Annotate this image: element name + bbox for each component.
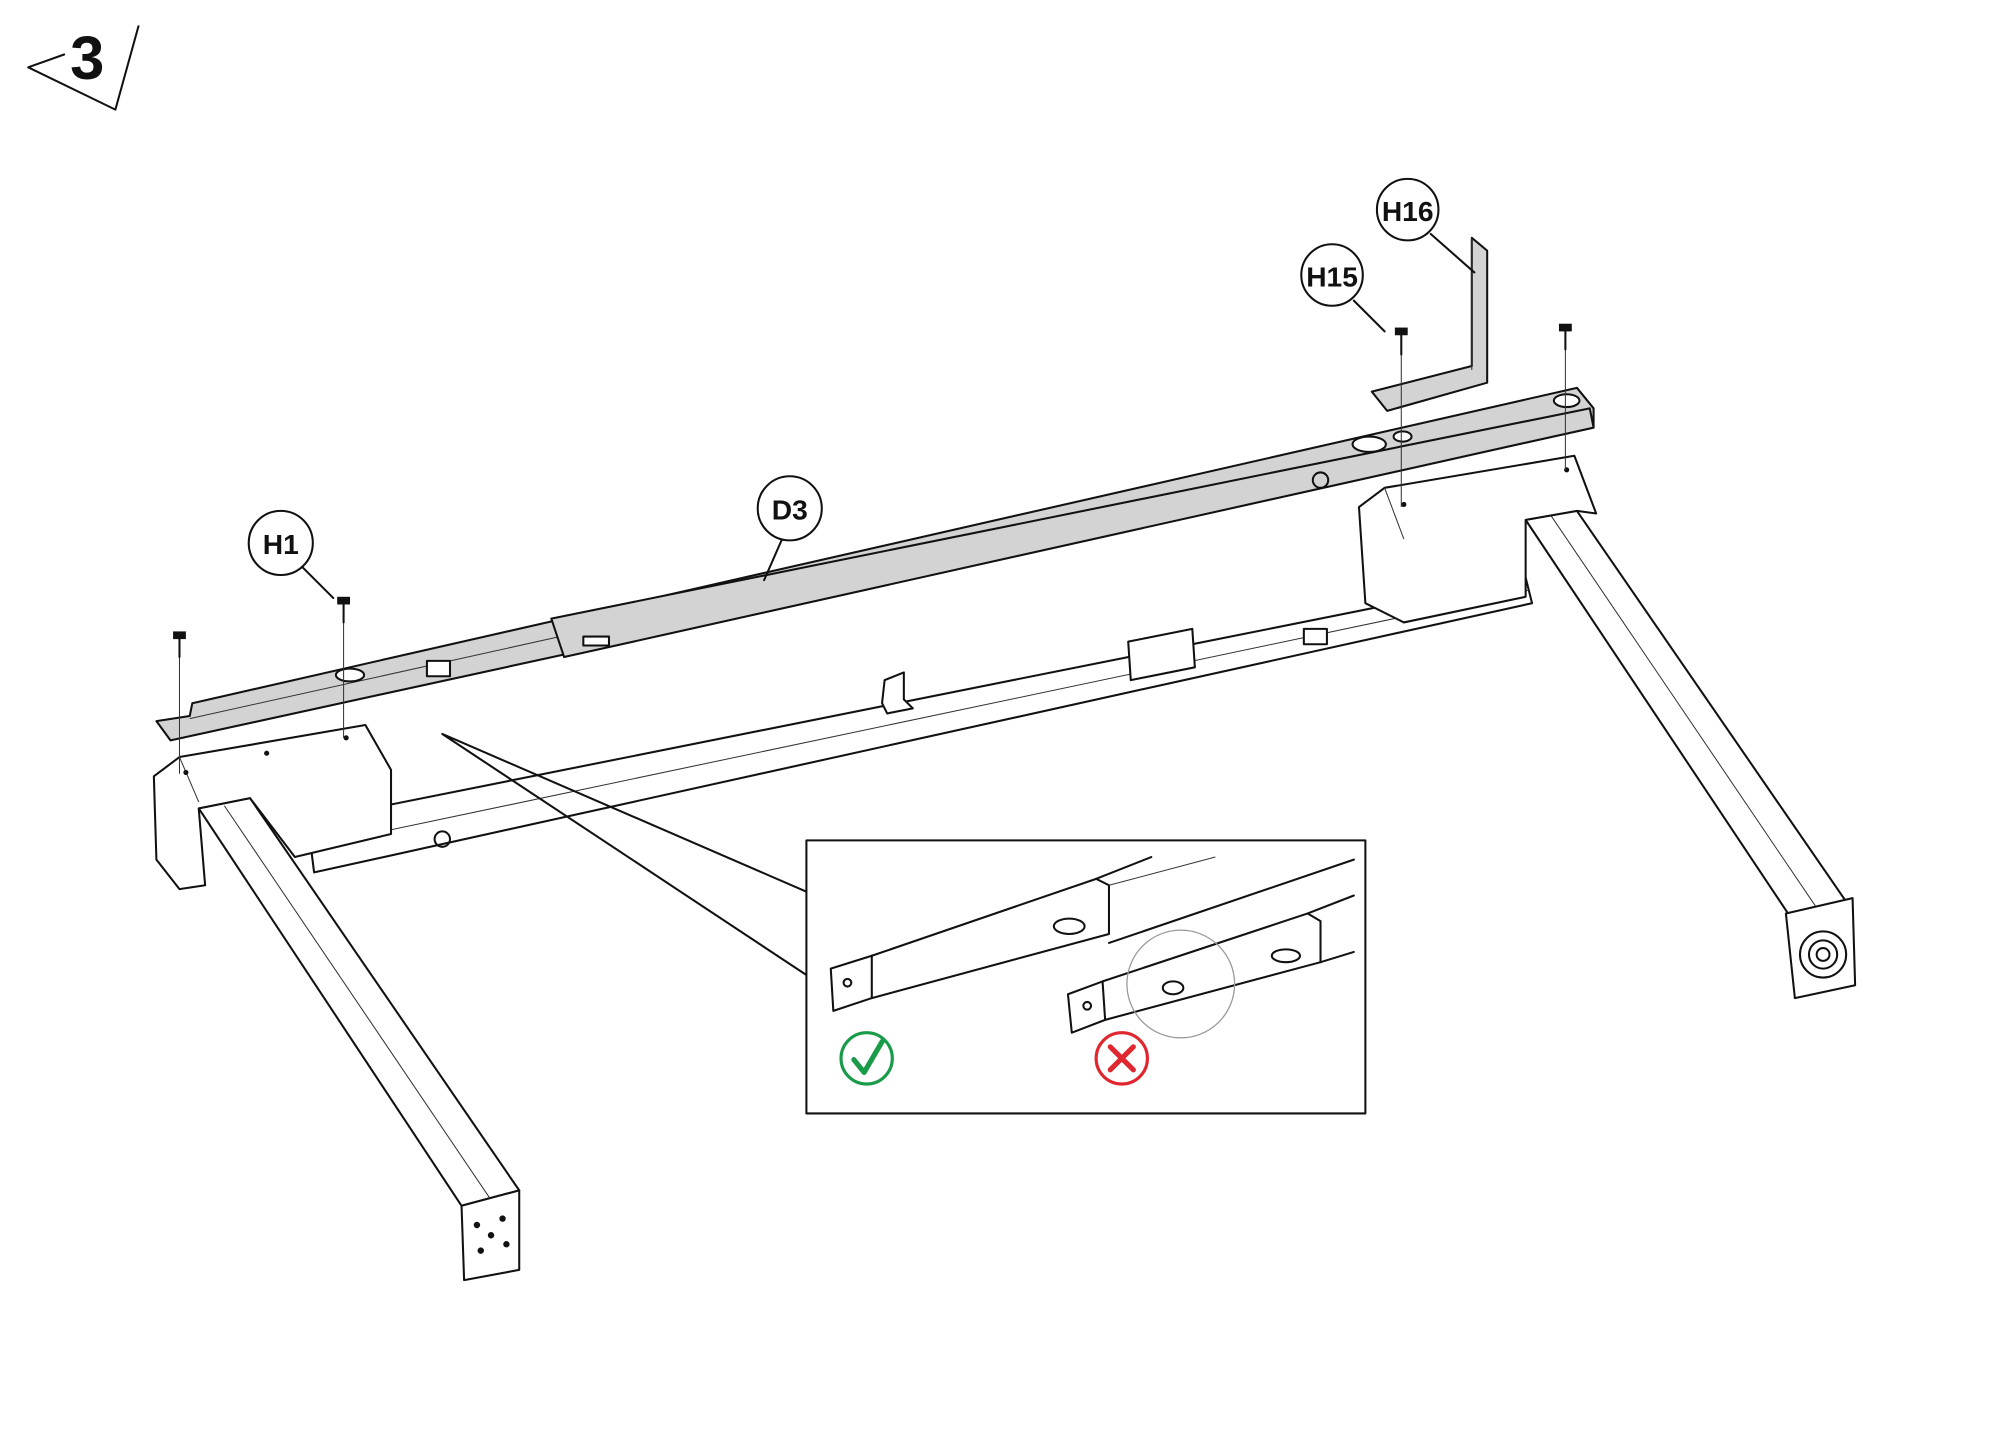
frame-beam [306,576,1534,874]
diagram-stroke [851,1039,885,1075]
diagram-stroke [337,596,350,605]
detail-inset [805,839,1367,1115]
step-indicator: 3 [27,24,140,111]
diagram-stroke [477,1247,484,1254]
diagram-stroke [1375,177,1440,242]
step-number: 3 [70,24,104,93]
diagram-stroke [1357,454,1598,624]
diagram-stroke [839,1031,894,1086]
label-d3: D3 [756,475,823,582]
x-circle-icon [1094,1031,1150,1086]
diagram-stroke [310,589,1529,848]
diagram-stroke [183,769,189,775]
diagram-stroke [223,805,491,1199]
diagram-stroke [1306,894,1355,915]
part-label-text: H1 [263,528,299,560]
screw-icon [1558,323,1572,470]
diagram-stroke [264,750,270,756]
diagram-stroke [1095,856,1153,880]
screws [173,323,1572,774]
diagram-stroke [842,977,853,988]
diagram-stroke [1798,930,1848,979]
diagram-stroke [1101,912,1322,1021]
diagram-stroke [1108,856,1216,886]
part-label-text: H16 [1382,195,1434,227]
diagram-stroke [1807,939,1839,970]
diagram-stroke [756,475,823,542]
diagram-stroke [487,1232,495,1239]
diagram-stroke [301,566,335,600]
diagram-stroke [441,732,808,977]
diagram-stroke [881,671,914,715]
diagram-stroke [1311,471,1330,489]
diagram-stroke [1401,501,1407,508]
diagram-stroke [1370,236,1489,412]
left-leg [197,797,521,1282]
diagram-stroke [1394,327,1408,336]
diagram-stroke [1052,917,1086,936]
diagram-stroke [473,1221,481,1229]
diagram-stroke [1558,323,1572,332]
bracket-h16 [1370,236,1489,412]
diagram-stroke [1107,858,1355,944]
diagram-stroke [582,635,610,647]
diagram-stroke [306,576,1534,874]
diagram-stroke [1270,948,1302,964]
check-circle-icon [839,1031,894,1086]
diagram-stroke [1384,487,1405,540]
diagram-stroke [425,659,452,678]
diagram-stroke [1082,1000,1093,1011]
diagram-stroke [1127,627,1196,682]
diagram-stroke [247,509,314,577]
diagram-stroke [763,538,784,582]
diagram-stroke [1126,929,1236,1039]
diagram-stroke [1351,435,1387,453]
diagram-stroke [1392,430,1413,443]
diagram-stroke [1550,515,1824,918]
diagram-stroke [1815,947,1831,962]
diagram-stroke [173,631,186,640]
diagram-stroke [1429,232,1476,274]
diagram-stroke [503,1241,510,1248]
label-h16: H16 [1375,177,1476,274]
diagram-stroke [1319,950,1355,964]
diagram-stroke [550,407,1595,659]
diagram-stroke [1352,299,1386,333]
screw-icon [173,631,186,774]
diagram-stroke [334,667,366,683]
part-label-text: H15 [1306,260,1358,292]
diagram-stroke [433,830,452,848]
diagram-stroke [152,723,393,891]
diagram-stroke [499,1215,506,1222]
diagram-stroke [179,756,200,803]
diagram-stroke [1161,980,1185,996]
diagram-stroke [343,735,349,741]
detail-callout [441,732,1367,1115]
part-label-text: D3 [772,494,808,526]
right-leg [1524,509,1857,1000]
diagram-stroke [1107,1044,1136,1073]
rail-d3 [155,386,1595,742]
diagram-stroke [1552,393,1581,409]
diagram-stroke [1300,243,1364,307]
screw-icon [337,596,350,738]
screw-icon [1394,327,1408,508]
label-h15: H15 [1300,243,1386,333]
right-motor-housing [1357,454,1598,624]
left-motor-housing [152,723,393,891]
diagram-stroke [1302,627,1328,646]
step-triangle-icon [27,25,140,111]
diagram-stroke [1524,509,1854,925]
label-h1: H1 [247,509,335,600]
